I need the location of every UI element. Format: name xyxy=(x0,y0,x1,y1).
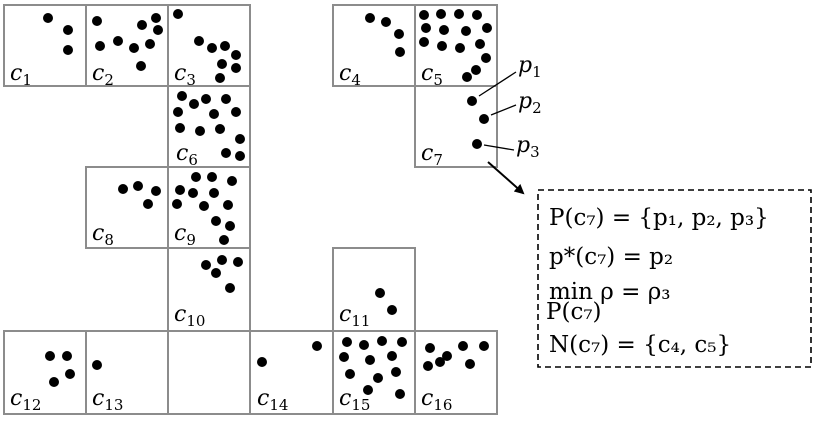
cell-label-c4: c4 xyxy=(339,61,361,89)
info-line-2: p*(c₇) = p₂ xyxy=(549,244,673,270)
cell-c7: c7 xyxy=(414,85,498,169)
cell-c8: c8 xyxy=(85,166,169,249)
cell-label-c2: c2 xyxy=(92,61,114,89)
cell-c3: c3 xyxy=(167,4,251,89)
cell-c15: c15 xyxy=(332,330,416,415)
cell-label-c1: c1 xyxy=(10,61,32,89)
point-p3 xyxy=(472,139,482,149)
cell-c11: c11 xyxy=(332,247,416,332)
cell-label-c16: c16 xyxy=(421,386,452,414)
cell-c2: c2 xyxy=(85,4,169,89)
info-line-3: min ρ = ρ₃ xyxy=(549,279,670,305)
point-label-p1: p1 xyxy=(518,53,542,81)
cell-label-c13: c13 xyxy=(92,386,123,414)
info-line-3-under: P(c₇) xyxy=(546,299,602,325)
cell-label-c11: c11 xyxy=(339,302,370,330)
point-p2 xyxy=(479,114,489,124)
cell-label-c12: c12 xyxy=(10,386,41,414)
cell-c10: c10 xyxy=(167,247,251,332)
cell-c5: c5 xyxy=(414,4,498,89)
cell-label-c14: c14 xyxy=(257,386,288,414)
info-box: P(c₇) = {p₁, p₂, p₃} p*(c₇) = p₂ min ρ =… xyxy=(537,189,812,368)
cell-label-c5: c5 xyxy=(421,61,443,89)
cell-c13: c13 xyxy=(85,330,169,415)
cell-label-c15: c15 xyxy=(339,386,370,414)
cell-c1: c1 xyxy=(3,4,87,89)
info-line-1: P(c₇) = {p₁, p₂, p₃} xyxy=(549,205,769,231)
cell-c9: c9 xyxy=(167,166,251,249)
cell-c4: c4 xyxy=(332,4,416,89)
cell-label-c8: c8 xyxy=(92,221,114,249)
cell-label-c10: c10 xyxy=(174,302,205,330)
point-label-p3: p3 xyxy=(516,133,540,161)
cell-label-c7: c7 xyxy=(421,141,443,169)
cell-label-c6: c6 xyxy=(176,141,198,169)
cell-c16: c16 xyxy=(414,330,498,415)
cell-label-c9: c9 xyxy=(174,221,196,249)
point-p1 xyxy=(467,96,477,106)
cell-label-c3: c3 xyxy=(174,61,196,89)
cell-c12: c12 xyxy=(3,330,87,415)
empty-cell xyxy=(167,330,251,415)
cell-c6: c6 xyxy=(167,85,251,169)
cell-c14: c14 xyxy=(249,330,334,415)
info-line-4: N(c₇) = {c₄, c₅} xyxy=(549,332,731,358)
arrow xyxy=(487,161,525,195)
point-label-p2: p2 xyxy=(518,89,542,117)
